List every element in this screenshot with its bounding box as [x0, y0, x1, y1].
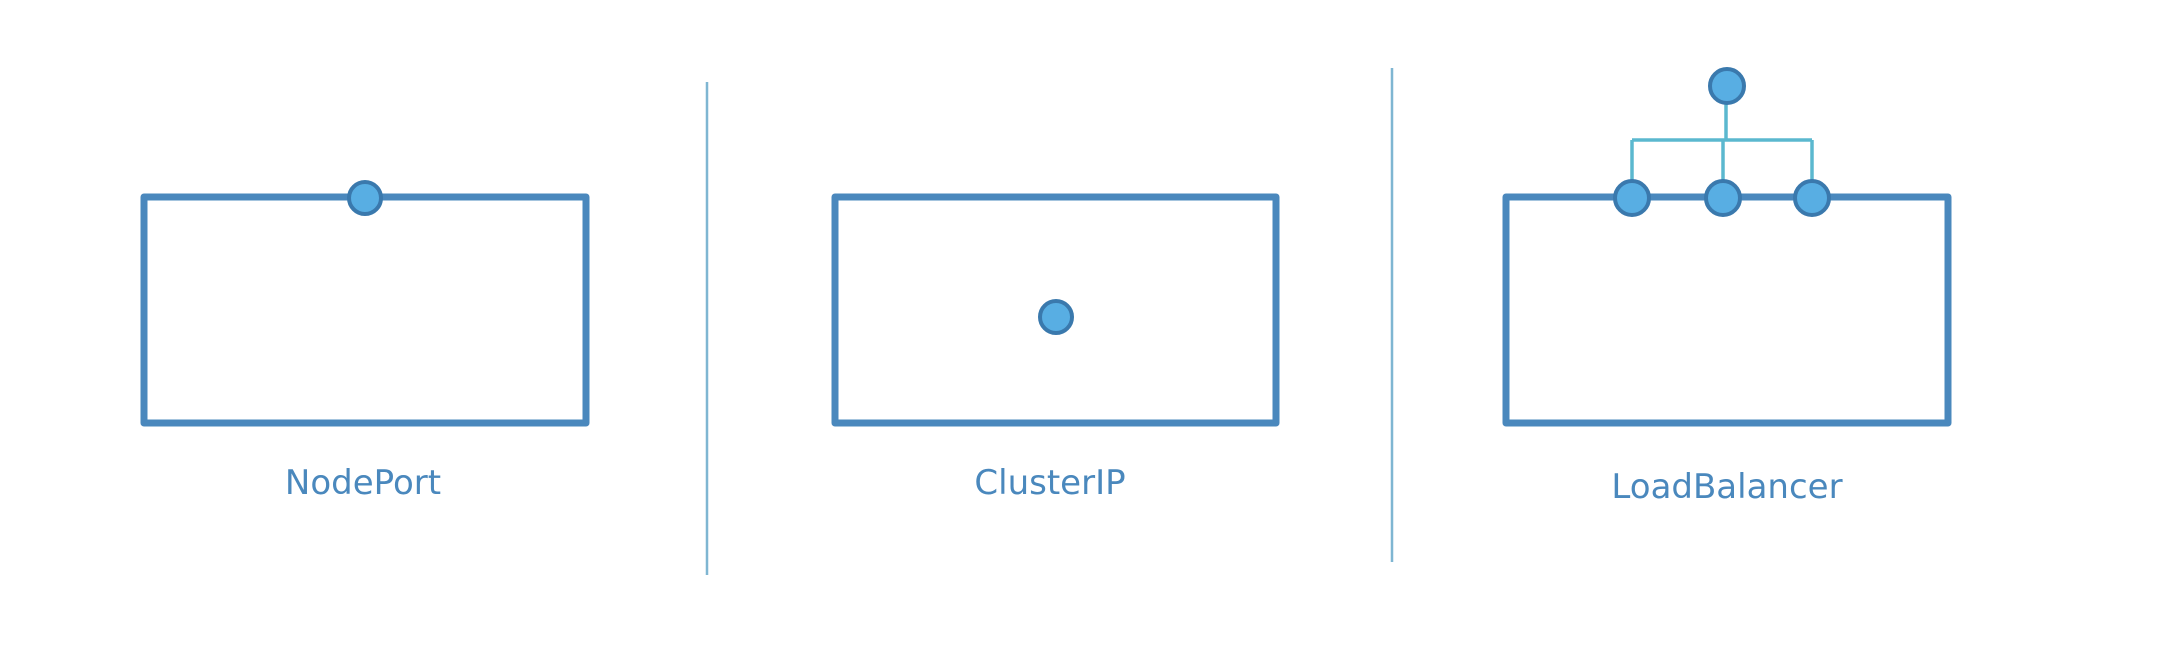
loadbalancer-label: LoadBalancer	[1611, 467, 1842, 507]
loadbalancer-node-box	[1502, 193, 1952, 427]
loadbalancer-port-icon-center	[1704, 179, 1742, 217]
clusterip-label: ClusterIP	[974, 463, 1125, 503]
nodeport-node-box	[140, 193, 590, 427]
clusterip-node-box	[831, 193, 1280, 427]
clusterip-internal-port-icon	[1038, 299, 1074, 335]
nodeport-panel: NodePort	[140, 180, 590, 503]
loadbalancer-port-icon-left	[1613, 179, 1651, 217]
loadbalancer-connector-lines	[1630, 102, 1814, 180]
loadbalancer-entry-icon	[1708, 67, 1746, 105]
nodeport-label: NodePort	[285, 463, 441, 503]
clusterip-panel: ClusterIP	[831, 193, 1280, 503]
loadbalancer-port-icon-right	[1793, 179, 1831, 217]
nodeport-port-icon	[347, 180, 383, 216]
loadbalancer-panel: LoadBalancer	[1502, 67, 1952, 507]
